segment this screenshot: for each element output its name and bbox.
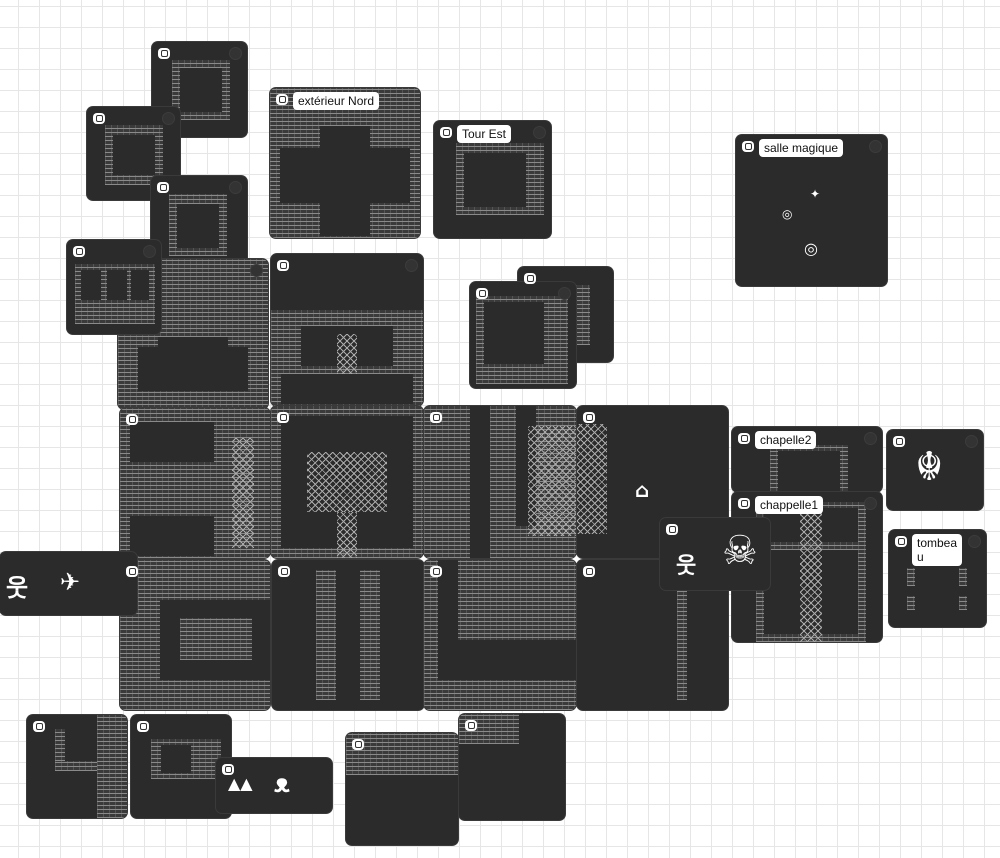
tomb-icon: ⌂ (635, 478, 650, 502)
room-card[interactable] (87, 107, 180, 200)
room-label: chappelle1 (755, 496, 824, 514)
circle-icon (162, 112, 175, 125)
checkbox-icon[interactable] (33, 721, 45, 732)
circle-icon (965, 435, 978, 448)
checkbox-icon[interactable] (666, 524, 678, 535)
checkbox-icon[interactable] (465, 720, 477, 731)
circle-icon (558, 287, 571, 300)
circle-icon (405, 259, 418, 272)
room-card[interactable] (152, 42, 247, 137)
checkbox-icon[interactable] (278, 566, 290, 577)
skeleton-sprite-icon: ☠ (722, 528, 758, 574)
circle-icon (143, 245, 156, 258)
checkbox-icon[interactable] (352, 739, 364, 750)
checkbox-icon[interactable] (277, 412, 289, 423)
checkbox-icon[interactable] (126, 566, 138, 577)
checkbox-icon[interactable] (126, 414, 138, 425)
checkbox-icon[interactable] (222, 764, 234, 775)
checkbox-icon[interactable] (440, 127, 452, 138)
room-label: tombea u (912, 534, 962, 566)
sprite-room[interactable]: ▲▲ ᴥ (216, 758, 332, 813)
room-chappelle1[interactable]: chappelle1 (732, 492, 882, 642)
room-card[interactable] (67, 240, 161, 334)
checkbox-icon[interactable] (742, 141, 754, 152)
checkbox-icon[interactable] (430, 412, 442, 423)
checkbox-icon[interactable] (524, 273, 536, 284)
room-card[interactable] (151, 176, 247, 272)
checkbox-icon[interactable] (893, 436, 905, 447)
circle-icon (864, 497, 877, 510)
checkbox-icon[interactable] (895, 536, 907, 547)
room-sprite[interactable]: ☬ (887, 430, 983, 510)
room-label: chapelle2 (755, 431, 817, 449)
magic-orb-icon: ◎ (782, 207, 793, 221)
sprite-room[interactable]: 웃 ☠ (660, 518, 770, 590)
room-salle-magique[interactable]: salle magique ◎ ◎ ✦ (736, 135, 887, 286)
checkbox-icon[interactable] (738, 498, 750, 509)
room-card[interactable] (272, 560, 424, 710)
circle-icon (968, 535, 981, 548)
circle-icon (229, 47, 242, 60)
room-tour-est[interactable]: Tour Est (434, 121, 551, 238)
sprite-room[interactable]: 웃 ✈ (0, 552, 137, 615)
room-label: salle magique (759, 139, 844, 157)
circle-icon (864, 432, 877, 445)
checkbox-icon[interactable] (738, 433, 750, 444)
room-tombeau[interactable]: tombea u (889, 530, 986, 627)
checkbox-icon[interactable] (158, 48, 170, 59)
checkbox-icon[interactable] (73, 246, 85, 257)
checkbox-icon[interactable] (276, 94, 288, 105)
circle-icon (229, 181, 242, 194)
room-card[interactable] (459, 714, 565, 820)
room-label: Tour Est (457, 125, 512, 143)
room-card[interactable] (27, 715, 127, 818)
checkbox-icon[interactable] (277, 260, 289, 271)
magic-circle-icon: ◎ (804, 239, 818, 258)
circle-icon (869, 140, 882, 153)
room-card[interactable] (470, 282, 576, 388)
checkbox-icon[interactable] (430, 566, 442, 577)
room-card[interactable] (271, 254, 423, 406)
checkbox-icon[interactable] (93, 113, 105, 124)
dragon-sprite-icon: ✈ (60, 568, 81, 596)
room-exterieur-nord[interactable]: extérieur Nord (270, 88, 420, 238)
bat-sprite-icon: ᴥ (274, 769, 290, 799)
room-card[interactable] (424, 560, 576, 710)
creature-sprite-icon: 웃 (6, 574, 29, 602)
checkbox-icon[interactable] (583, 412, 595, 423)
checkbox-icon[interactable] (583, 566, 595, 577)
circle-icon (533, 126, 546, 139)
checkbox-icon[interactable] (157, 182, 169, 193)
room-card[interactable] (271, 406, 423, 558)
bird-sprite-icon: ☬ (915, 444, 944, 490)
checkbox-icon[interactable] (476, 288, 488, 299)
small-bat-sprite-icon: ▲▲ (228, 774, 253, 793)
creature-icon: ✦ (810, 187, 821, 201)
room-card[interactable] (120, 560, 270, 710)
checkbox-icon[interactable] (137, 721, 149, 732)
player-sprite-icon: 웃 (676, 554, 697, 579)
room-card[interactable] (120, 408, 270, 558)
circle-icon (250, 264, 263, 277)
room-card[interactable] (131, 715, 231, 818)
room-card[interactable] (346, 733, 458, 845)
room-chapelle2[interactable]: chapelle2 (732, 427, 882, 492)
room-card[interactable] (424, 406, 576, 558)
room-label: extérieur Nord (293, 92, 380, 110)
